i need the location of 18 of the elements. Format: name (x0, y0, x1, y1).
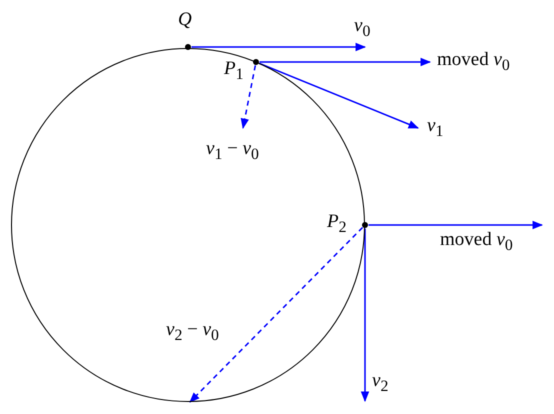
arrow (258, 62, 419, 129)
vector-label: v$_{2}$ (372, 371, 388, 396)
point-label: P$_{1}$ (224, 59, 244, 84)
circle-outline (11, 48, 365, 402)
arrow (368, 220, 544, 230)
arrow (240, 65, 256, 130)
arrow (192, 42, 366, 52)
vector-label: v$_{1}$ − v$_{0}$ (206, 139, 259, 164)
vector-label: moved v$_{0}$ (437, 50, 510, 74)
edge-label: v$_{2}$ − v$_{0}$ (166, 320, 219, 344)
vector-label: moved v$_{0}$ (440, 230, 513, 254)
vector-label: v$_{1}$ (427, 116, 444, 140)
arrow (360, 228, 370, 402)
arrow (189, 226, 364, 403)
arrow (260, 58, 432, 66)
point-label: Q (178, 10, 192, 31)
vector-label: v$_{0}$ (354, 16, 370, 40)
point-label: P$_{2}$ (327, 212, 347, 236)
